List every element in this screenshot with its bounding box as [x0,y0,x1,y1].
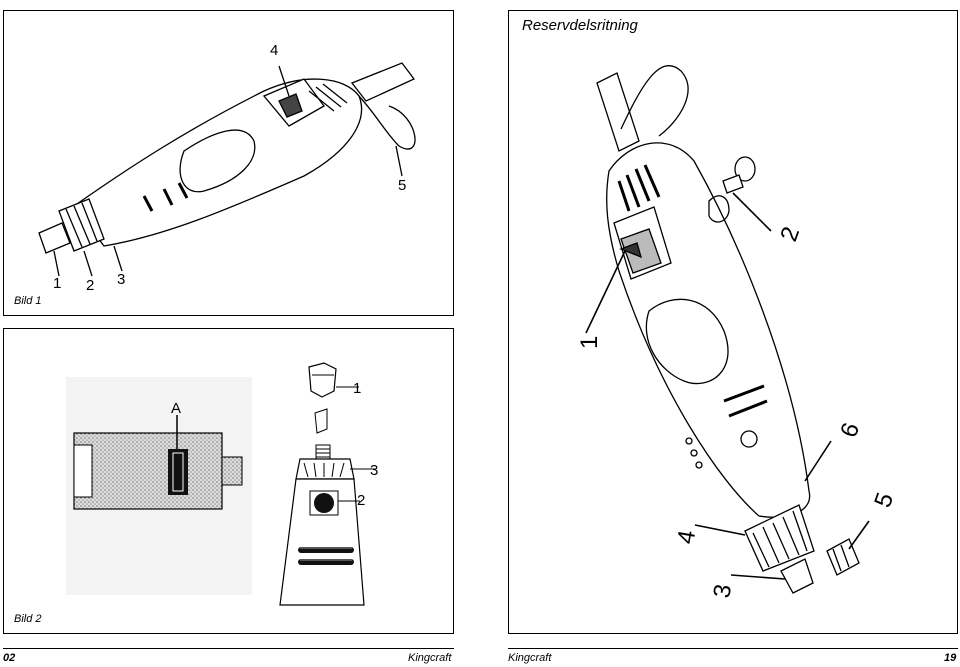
callout-a: A [171,400,181,417]
callout-2-parts: 2 [775,223,805,245]
page-number-right: 19 [944,652,957,664]
callout-2: 2 [86,277,94,294]
figure-1-caption: Bild 1 [14,295,42,307]
exploded-parts-illustration: 1 2 3 4 5 6 [576,65,899,600]
figure-2-caption: Bild 2 [14,613,42,625]
collet-assembly-illustration: A 1 3 2 [66,362,378,606]
callout-3-fig2: 3 [370,462,378,479]
callout-5: 5 [398,177,406,194]
callout-4: 4 [270,42,278,59]
callout-1-parts: 1 [576,336,603,349]
callout-3: 3 [117,271,125,288]
brand-left: Kingcraft [408,652,452,664]
figure-2-frame: A 1 3 2 Bild 2 [3,328,454,634]
page-number-left: 02 [3,652,16,664]
page-title: Reservdelsritning [522,17,638,34]
callout-6-parts: 6 [835,419,865,441]
callout-2-fig2: 2 [357,492,365,509]
rotary-tool-illustration: 1 2 3 4 5 [38,42,416,294]
callout-1: 1 [53,275,61,292]
footer-rule-left [3,648,454,649]
footer-rule-right [508,648,958,649]
callout-5-parts: 5 [869,489,899,511]
callout-4-parts: 4 [672,528,701,546]
parts-drawing-frame: Reservdelsritning [508,10,958,634]
callout-1-fig2: 1 [353,380,361,397]
callout-3-parts: 3 [708,582,737,600]
figure-1-frame: 1 2 3 4 5 Bild 1 [3,10,454,316]
brand-right: Kingcraft [508,652,552,664]
